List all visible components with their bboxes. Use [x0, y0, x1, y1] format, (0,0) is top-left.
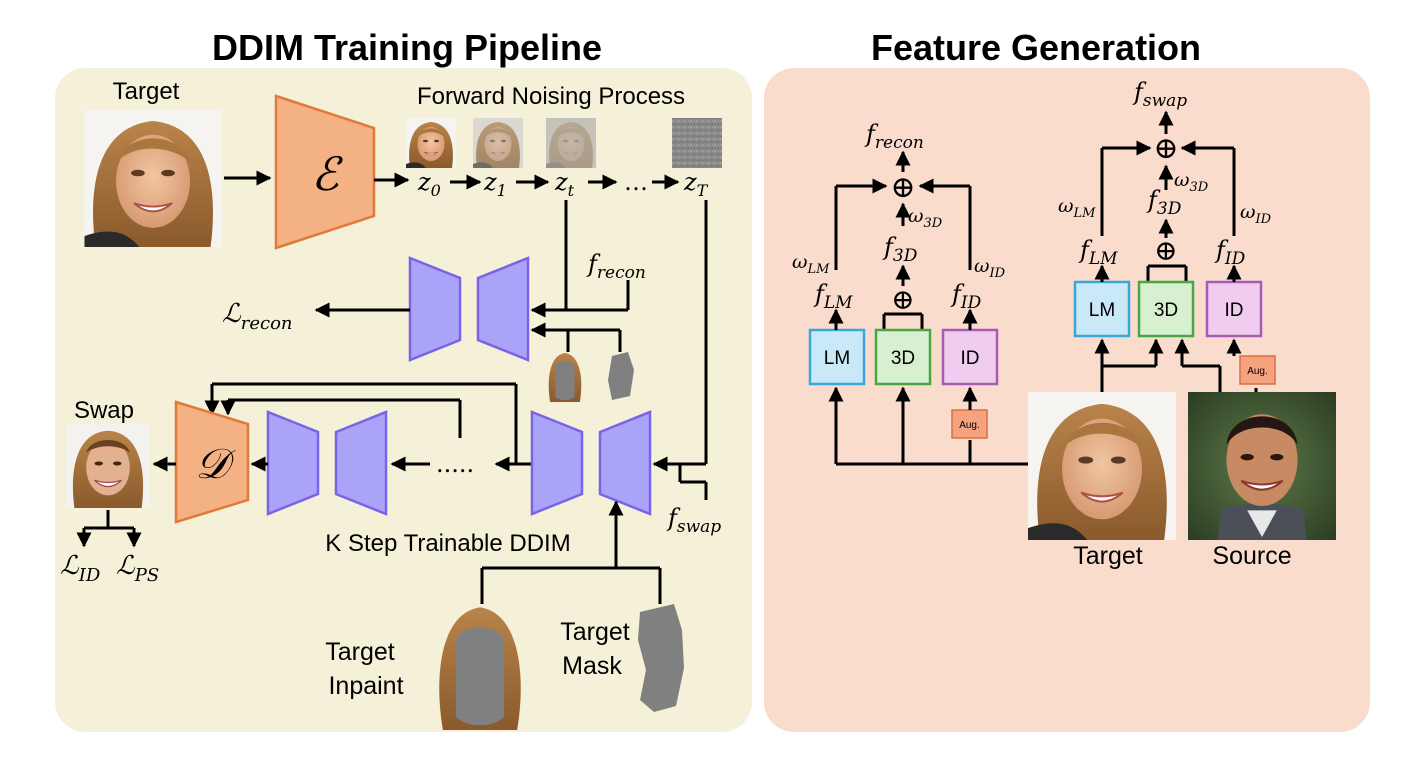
source-image: [1188, 392, 1336, 540]
kstep-unet1-encoder: [266, 410, 320, 516]
latent-z1: z1: [483, 168, 507, 200]
box-id-swap: [1205, 280, 1263, 338]
latent-z0: z0: [417, 168, 441, 200]
target-inpaint-label-2: Inpaint: [328, 672, 403, 700]
w-lm-recon: ωLM: [792, 251, 830, 277]
target-inpaint-label-1: Target: [325, 638, 395, 666]
f-lm-swap: fLM: [1078, 236, 1118, 269]
target-image-right: [1028, 392, 1176, 540]
svg-text:LM: LM: [824, 348, 850, 369]
svg-text:3D: 3D: [891, 348, 915, 369]
k-step-label: K Step Trainable DDIM: [325, 530, 570, 557]
right-panel: Feature Generation frecon ⊕ ωLM ω3D ωID …: [764, 27, 1370, 732]
target-label-right: Target: [1073, 542, 1143, 570]
svg-text:LM: LM: [1089, 300, 1115, 321]
f-lm-recon: fLM: [813, 280, 853, 313]
plus-3d-swap: ⊕: [1154, 234, 1177, 267]
f-swap-right: fswap: [1132, 78, 1187, 111]
kstep-unet1-decoder: [334, 410, 388, 516]
recon-unet-encoder: [408, 256, 462, 362]
latent-zt: zt: [554, 168, 575, 200]
recon-unet-decoder: [476, 256, 530, 362]
target-mask-label-2: Mask: [562, 652, 622, 680]
forward-noising-label: Forward Noising Process: [417, 83, 685, 110]
svg-text:3D: 3D: [1154, 300, 1178, 321]
noise-thumb-zT: [672, 118, 722, 168]
encoder-block: [274, 94, 376, 250]
target-mask-label-1: Target: [560, 618, 630, 646]
svg-text:ID: ID: [1225, 300, 1244, 321]
l-recon: ℒrecon: [222, 299, 293, 334]
svg-text:ID: ID: [961, 348, 980, 369]
right-panel-title: Feature Generation: [871, 27, 1201, 68]
plus-recon: ⊕: [890, 170, 915, 205]
swap-label: Swap: [74, 397, 134, 424]
source-label: Source: [1212, 542, 1291, 570]
target-image: [83, 110, 223, 247]
box-lm-recon: [808, 328, 866, 386]
encoder-symbol: ℰ: [311, 147, 343, 201]
svg-text:Aug.: Aug.: [959, 420, 980, 431]
plus-swap: ⊕: [1153, 131, 1178, 166]
left-panel: DDIM Training Pipeline Target ℰ Forward …: [55, 27, 752, 732]
w-id-recon: ωID: [974, 255, 1006, 281]
swap-image: [66, 424, 150, 508]
kstep-unet2-encoder: [530, 410, 584, 516]
latent-zT: zT: [683, 168, 709, 200]
w-3d-swap: ω3D: [1174, 169, 1209, 195]
kstep-unet2-decoder: [598, 410, 652, 516]
kstep-dots: .....: [436, 450, 474, 478]
box-3d-recon: [874, 328, 932, 386]
target-mask-image: [638, 604, 684, 712]
left-panel-title: DDIM Training Pipeline: [212, 27, 602, 68]
box-id-recon: [941, 328, 999, 386]
decoder-block: [174, 400, 250, 524]
w-id-swap: ωID: [1240, 201, 1272, 227]
target-label: Target: [113, 78, 180, 105]
plus-3d-recon: ⊕: [891, 283, 914, 316]
w-3d-recon: ω3D: [908, 205, 943, 231]
recon-mask-thumb: [608, 352, 634, 400]
latent-ellipsis: …: [624, 168, 648, 196]
aug-box-swap: [1239, 355, 1276, 385]
svg-text:Aug.: Aug.: [1247, 366, 1268, 377]
noise-thumb-z0: [406, 118, 456, 168]
l-ps: ℒPS: [116, 551, 159, 586]
w-lm-swap: ωLM: [1058, 195, 1096, 221]
box-3d-swap: [1137, 280, 1195, 338]
l-id: ℒID: [60, 551, 101, 586]
